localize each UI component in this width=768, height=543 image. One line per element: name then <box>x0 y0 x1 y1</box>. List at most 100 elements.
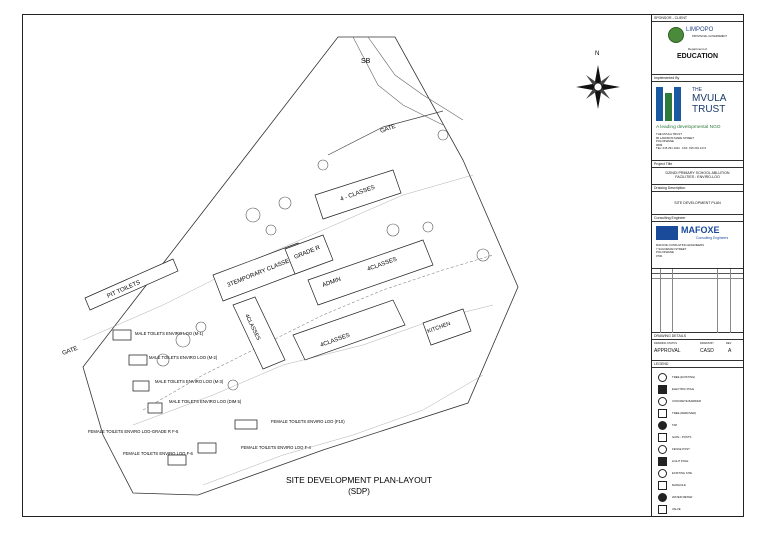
male-m5-label: MALE TOILETS ENVIRO LOO (DIM 5) <box>169 399 242 404</box>
drawing-description: SITE DEVELOPMENT PLAN <box>674 201 721 205</box>
legend-item: TREE (REMOVED) <box>656 407 739 419</box>
mvula-name: MVULA <box>692 93 727 104</box>
drawn-value: CASD <box>700 348 714 354</box>
drawing-details-header: DRAWING DETAILS <box>652 333 743 340</box>
legend-label: GATE - POSTS <box>672 435 692 439</box>
mafoxe-sub: Consulting Engineers <box>696 236 729 240</box>
legend-symbol-icon <box>658 457 667 466</box>
sponsor-header: SPONSOR - CLIENT <box>652 15 743 22</box>
project-header: Project Title <box>652 161 743 168</box>
sb-label: SB <box>361 58 371 65</box>
north-label: N <box>595 51 599 57</box>
legend-item: LIGHT POLE <box>656 455 739 467</box>
legend-label: TREE (EXISTING) <box>672 375 696 379</box>
drawing-description-header: Drawing Description <box>652 185 743 192</box>
legend-item: CONCRETE BARRIER <box>656 395 739 407</box>
drawn-label: DRAWN BY <box>700 342 714 345</box>
drawing-description-section: Drawing Description SITE DEVELOPMENT PLA… <box>652 185 743 215</box>
admin-4classes-block <box>307 239 434 306</box>
legend-item: VALVE <box>656 503 739 515</box>
drawing-details-section: DRAWING DETAILS DRAWING STATUS APPROVAL … <box>652 333 743 361</box>
legend-label: WATER METER <box>672 495 693 499</box>
female-gr-label: FEMALE TOILETS ENVIRO LOO-GRADE R F-5 <box>88 429 179 434</box>
mvula-logo-icon <box>656 87 686 121</box>
department-label: Department of <box>687 47 707 51</box>
legend-section: LEGEND TREE (EXISTING) ELECTRIC POLE CONCR… <box>652 361 743 516</box>
drawing-subtitle: (SDP) <box>348 487 370 496</box>
male-m3-label: MALE TOILETS ENVIRO LOO (M-3) <box>155 379 224 384</box>
implemented-header: Implemented By <box>652 75 743 82</box>
legend-label: VALVE <box>672 507 681 511</box>
kitchen-block <box>422 308 472 346</box>
legend-label: TAP <box>672 423 678 427</box>
legend-item: FENCE POST <box>656 443 739 455</box>
four-classes-top-block <box>314 169 402 220</box>
site-plan-drawing: PIT TOILETS 3TEMPORARY CLASSES GRADE R 4… <box>62 36 620 496</box>
legend-item: EXISTING SITE <box>656 467 739 479</box>
north-arrow <box>576 65 620 109</box>
pit-toilets-block <box>84 258 179 311</box>
site-boundary <box>82 36 519 496</box>
access-path <box>142 254 494 411</box>
consulting-header: Consulting Engineer <box>652 215 743 222</box>
road-edge-top2 <box>367 36 464 121</box>
legend-label: ELECTRIC POLE <box>672 387 695 391</box>
gate-top-label: GATE <box>380 124 397 135</box>
project-title: DZINDI PRIMARY SCHOOL ABLUTION FACILITIE… <box>665 171 730 179</box>
enviro-loo-units <box>112 329 258 466</box>
drawing-title: SITE DEVELOPMENT PLAN-LAYOUT <box>286 475 432 485</box>
legend-label: TREE (REMOVED) <box>672 411 697 415</box>
mafoxe-address: MAFOXE CONSULTING ENGINEERS 7 SCHOEMAN S… <box>656 243 704 258</box>
legend-symbol-icon <box>658 469 667 478</box>
legend-symbol-icon <box>658 421 667 430</box>
road-edge-top <box>352 36 444 126</box>
legend-symbol-icon <box>658 409 667 418</box>
sheet-edge-note <box>8 10 10 70</box>
status-value: APPROVAL <box>654 348 681 354</box>
legend-label: CONCRETE BARRIER <box>672 399 701 403</box>
implemented-section: Implemented By THE MVULA TRUST A leading… <box>652 75 743 161</box>
legend-item: WATER METER <box>656 491 739 503</box>
legend-symbol-icon <box>658 493 667 502</box>
rev-value: A <box>728 348 732 354</box>
legend-label: FENCE POST <box>672 447 690 451</box>
mvula-trust: TRUST <box>692 104 726 115</box>
mvula-tagline: A leading developmental NGO <box>656 125 721 130</box>
male-m2-label: MALE TOILETS ENVIRO LOO (M-2) <box>149 355 218 360</box>
limpopo-crest-icon <box>668 27 684 43</box>
legend-symbol-icon <box>658 445 667 454</box>
legend-label: MANHOLE <box>672 483 686 487</box>
legend-symbol-icon <box>658 481 667 490</box>
male-m1-label: MALE TOILETS ENVIRO LOO (M-1) <box>135 331 204 336</box>
legend-symbol-icon <box>658 433 667 442</box>
rev-label: REV <box>726 342 732 345</box>
mvula-the: THE <box>692 87 702 93</box>
legend-item: ELECTRIC POLE <box>656 383 739 395</box>
legend-symbol-icon <box>658 505 667 514</box>
gate-left-label: GATE <box>62 346 79 357</box>
legend-symbol-icon <box>658 385 667 394</box>
sponsor-section: SPONSOR - CLIENT LIMPOPO PROVINCIAL GOVE… <box>652 15 743 75</box>
legend-item: TAP <box>656 419 739 431</box>
legend-label: LIGHT POLE <box>672 459 689 463</box>
legend-symbol-icon <box>658 397 667 406</box>
drawing-sheet: PIT TOILETS 3TEMPORARY CLASSES GRADE R 4… <box>22 14 744 517</box>
limpopo-name: LIMPOPO <box>686 27 714 33</box>
legend-item: MANHOLE <box>656 479 739 491</box>
revision-table <box>652 269 743 333</box>
status-label: DRAWING STATUS <box>654 342 678 345</box>
female-f6-label: FEMALE TOILETS ENVIRO LOO F-6 <box>123 451 194 456</box>
tree-symbols <box>156 129 490 391</box>
female-f4-label: FEMALE TOILETS ENVIRO LOO F-4 <box>241 445 312 450</box>
gate-line-top <box>327 110 444 156</box>
legend-symbol-icon <box>658 373 667 382</box>
limpopo-sub: PROVINCIAL GOVERNMENT <box>692 35 727 38</box>
drawing-area: PIT TOILETS 3TEMPORARY CLASSES GRADE R 4… <box>23 15 652 516</box>
female-f10-label: FEMALE TOILETS ENVIRO LOO (F10) <box>271 419 345 424</box>
legend-header: LEGEND <box>652 361 743 368</box>
legend-item: TREE (EXISTING) <box>656 371 739 383</box>
mafoxe-name: MAFOXE <box>681 225 720 235</box>
grade-r-block <box>284 234 334 275</box>
legend-label: EXISTING SITE <box>672 471 693 475</box>
mafoxe-logo-icon <box>656 226 678 240</box>
